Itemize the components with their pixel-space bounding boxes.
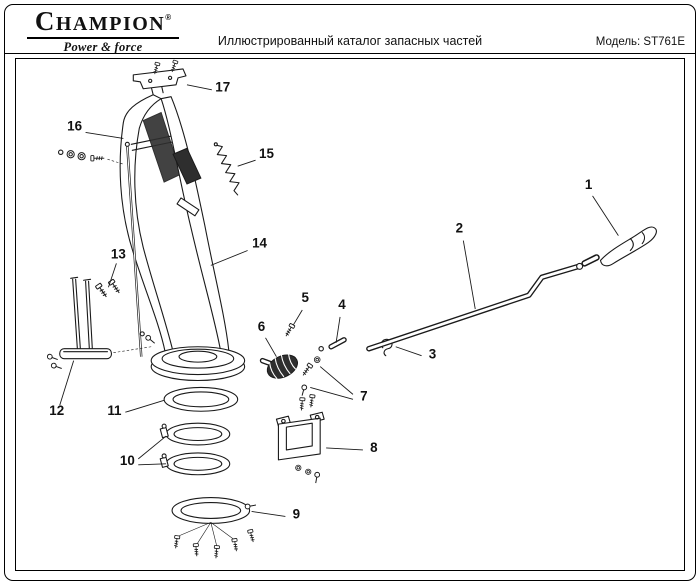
part-11-ring <box>163 386 239 412</box>
logo-underline <box>27 36 179 39</box>
header: CHAMPION® Power & force Иллюстрированный… <box>5 5 695 54</box>
mounting-screws-bottom <box>172 522 257 559</box>
part-5-screw <box>283 322 296 338</box>
part-7-fasteners <box>299 356 321 397</box>
part-4-pin <box>318 337 347 352</box>
part-label-1: 1 <box>585 177 593 192</box>
part-label-4: 4 <box>338 297 346 312</box>
part-labels: 1 2 3 4 5 6 7 8 9 10 11 12 13 14 15 16 1… <box>49 80 593 522</box>
part-10-clamps <box>159 422 231 476</box>
exploded-parts-diagram: 1 2 3 4 5 6 7 8 9 10 11 12 13 14 15 16 1… <box>46 59 657 559</box>
part-label-11: 11 <box>107 403 122 418</box>
leader-lines <box>59 84 619 517</box>
diagram-frame: 1 2 3 4 5 6 7 8 9 10 11 12 13 14 15 16 1… <box>15 58 685 571</box>
part-label-3: 3 <box>429 347 436 362</box>
part-14-chute-neck <box>150 96 246 382</box>
logo-wordmark: CHAMPION® <box>17 7 189 37</box>
part-label-10: 10 <box>120 453 135 468</box>
part-15-spring <box>213 142 240 196</box>
logo-tagline: Power & force <box>63 39 143 54</box>
part-label-13: 13 <box>111 246 126 261</box>
model-label: Модель: ST761E <box>595 36 685 48</box>
part-2-crank-rod <box>366 254 600 352</box>
part-3-clip <box>380 338 393 357</box>
catalog-page: CHAMPION® Power & force Иллюстрированный… <box>4 4 696 581</box>
part-label-16: 16 <box>67 118 82 133</box>
part-1-handle-grip <box>599 226 657 267</box>
part-label-17: 17 <box>215 80 230 95</box>
part-9-ring <box>171 497 257 524</box>
logo-text: CHAMPION <box>34 6 166 36</box>
part-label-2: 2 <box>456 221 463 236</box>
part-label-14: 14 <box>252 236 267 251</box>
fastener-set-left <box>57 149 124 165</box>
registered-trademark-icon: ® <box>165 13 172 22</box>
fastener-flange <box>113 331 157 353</box>
part-label-12: 12 <box>49 403 64 418</box>
part-label-6: 6 <box>258 319 265 334</box>
part-17-top-bracket <box>132 59 187 90</box>
part-6-worm-gear <box>259 353 298 380</box>
part-label-15: 15 <box>259 146 274 161</box>
part-12-rod-assembly <box>46 276 112 372</box>
champion-logo: CHAMPION® Power & force <box>17 7 189 54</box>
part-label-5: 5 <box>302 290 310 305</box>
part-label-8: 8 <box>370 440 378 455</box>
part-8-bracket <box>275 394 325 484</box>
page-title: Иллюстрированный каталог запасных частей <box>217 34 483 48</box>
part-label-7: 7 <box>360 388 367 403</box>
part-label-9: 9 <box>293 506 300 521</box>
part-13-bolts <box>94 278 123 300</box>
